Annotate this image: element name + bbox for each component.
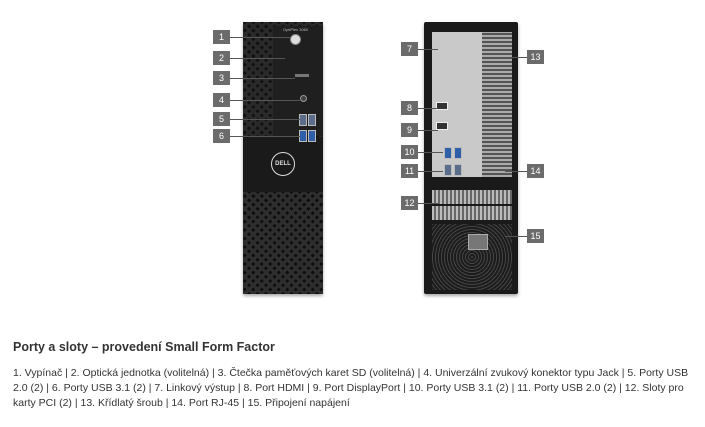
callout-5: 5 bbox=[213, 112, 230, 126]
callout-4: 4 bbox=[213, 93, 230, 107]
usb3-port-graphic bbox=[299, 130, 307, 142]
callout-8: 8 bbox=[401, 101, 418, 115]
callout-7: 7 bbox=[401, 42, 418, 56]
ports-description: 1. Vypínač | 2. Optická jednotka (volite… bbox=[13, 367, 689, 409]
displayport-graphic bbox=[436, 122, 448, 130]
product-figure: OptiPlex 3060 DELL 1 bbox=[213, 22, 544, 294]
front-tower-image: OptiPlex 3060 DELL bbox=[243, 22, 323, 294]
power-supply-grille bbox=[432, 224, 512, 290]
callout-leader bbox=[230, 58, 285, 59]
callout-leader bbox=[230, 100, 300, 101]
rear-vent bbox=[482, 32, 512, 177]
section-title: Porty a sloty – provedení Small Form Fac… bbox=[13, 340, 275, 354]
sd-card-slot-graphic bbox=[295, 74, 309, 77]
callout-14: 14 bbox=[527, 164, 544, 178]
back-tower-image bbox=[424, 22, 518, 294]
rear-usb2-port-graphic bbox=[454, 164, 462, 176]
callout-leader bbox=[505, 236, 530, 237]
callout-15: 15 bbox=[527, 229, 544, 243]
callout-leader bbox=[418, 171, 443, 172]
power-socket-graphic bbox=[468, 234, 488, 250]
callout-leader bbox=[505, 171, 530, 172]
callout-9: 9 bbox=[401, 123, 418, 137]
callout-12: 12 bbox=[401, 196, 418, 210]
usb3-port-graphic bbox=[308, 130, 316, 142]
callout-leader bbox=[418, 108, 438, 109]
callout-leader bbox=[418, 152, 443, 153]
callout-leader bbox=[418, 49, 438, 50]
pci-slot-bracket bbox=[432, 206, 512, 220]
callout-leader bbox=[230, 136, 300, 137]
rear-usb3-port-graphic bbox=[454, 147, 462, 159]
callout-13: 13 bbox=[527, 50, 544, 64]
callout-leader bbox=[418, 203, 438, 204]
front-mesh-lower bbox=[243, 192, 323, 294]
pci-slot-bracket bbox=[432, 190, 512, 204]
callout-3: 3 bbox=[213, 71, 230, 85]
callout-10: 10 bbox=[401, 145, 418, 159]
callout-6: 6 bbox=[213, 129, 230, 143]
usb2-port-graphic bbox=[308, 114, 316, 126]
model-label: OptiPlex 3060 bbox=[283, 27, 309, 32]
hdmi-port-graphic bbox=[436, 102, 448, 110]
rear-usb2-port-graphic bbox=[444, 164, 452, 176]
callout-11: 11 bbox=[401, 164, 418, 178]
callout-leader bbox=[510, 57, 530, 58]
callout-1: 1 bbox=[213, 30, 230, 44]
audio-jack-graphic bbox=[300, 95, 307, 102]
dell-logo: DELL bbox=[271, 152, 295, 176]
callout-leader bbox=[230, 119, 300, 120]
callout-leader bbox=[230, 37, 290, 38]
callout-leader bbox=[230, 78, 295, 79]
rear-usb3-port-graphic bbox=[444, 147, 452, 159]
callout-leader bbox=[418, 130, 438, 131]
power-button-graphic bbox=[290, 34, 301, 45]
callout-2: 2 bbox=[213, 51, 230, 65]
usb2-port-graphic bbox=[299, 114, 307, 126]
